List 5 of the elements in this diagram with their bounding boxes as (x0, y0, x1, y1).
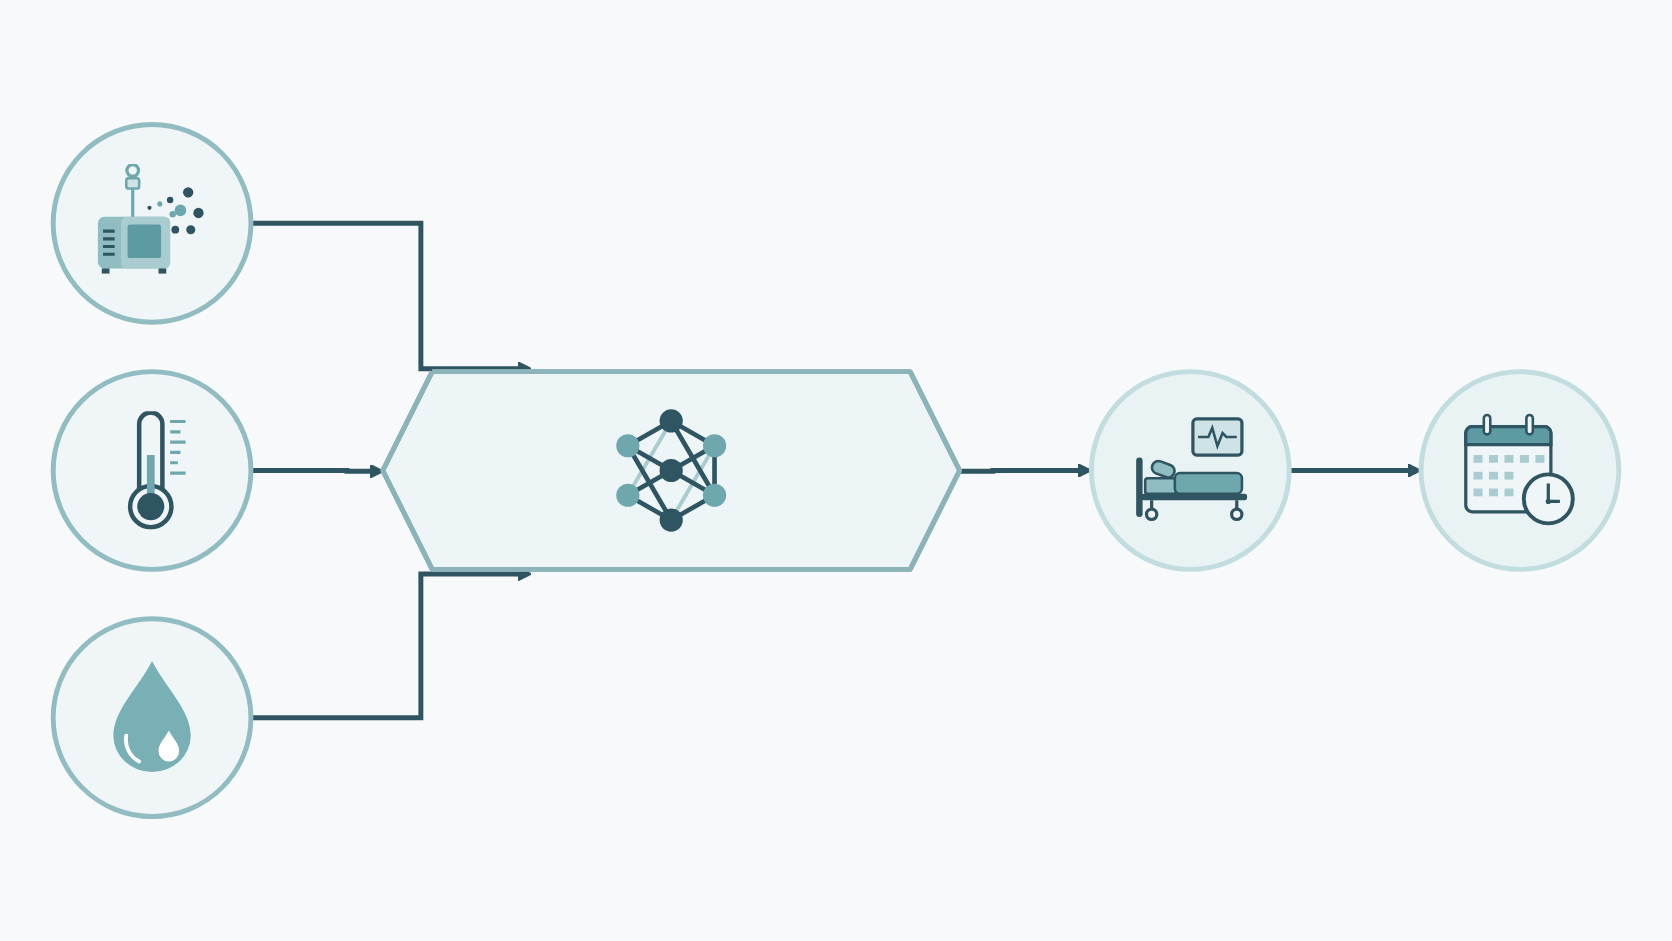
node-circle (50, 616, 254, 820)
node-circle (50, 369, 254, 572)
node-circle (50, 121, 254, 325)
node-circle (1418, 369, 1622, 572)
node-circle (1089, 369, 1292, 572)
